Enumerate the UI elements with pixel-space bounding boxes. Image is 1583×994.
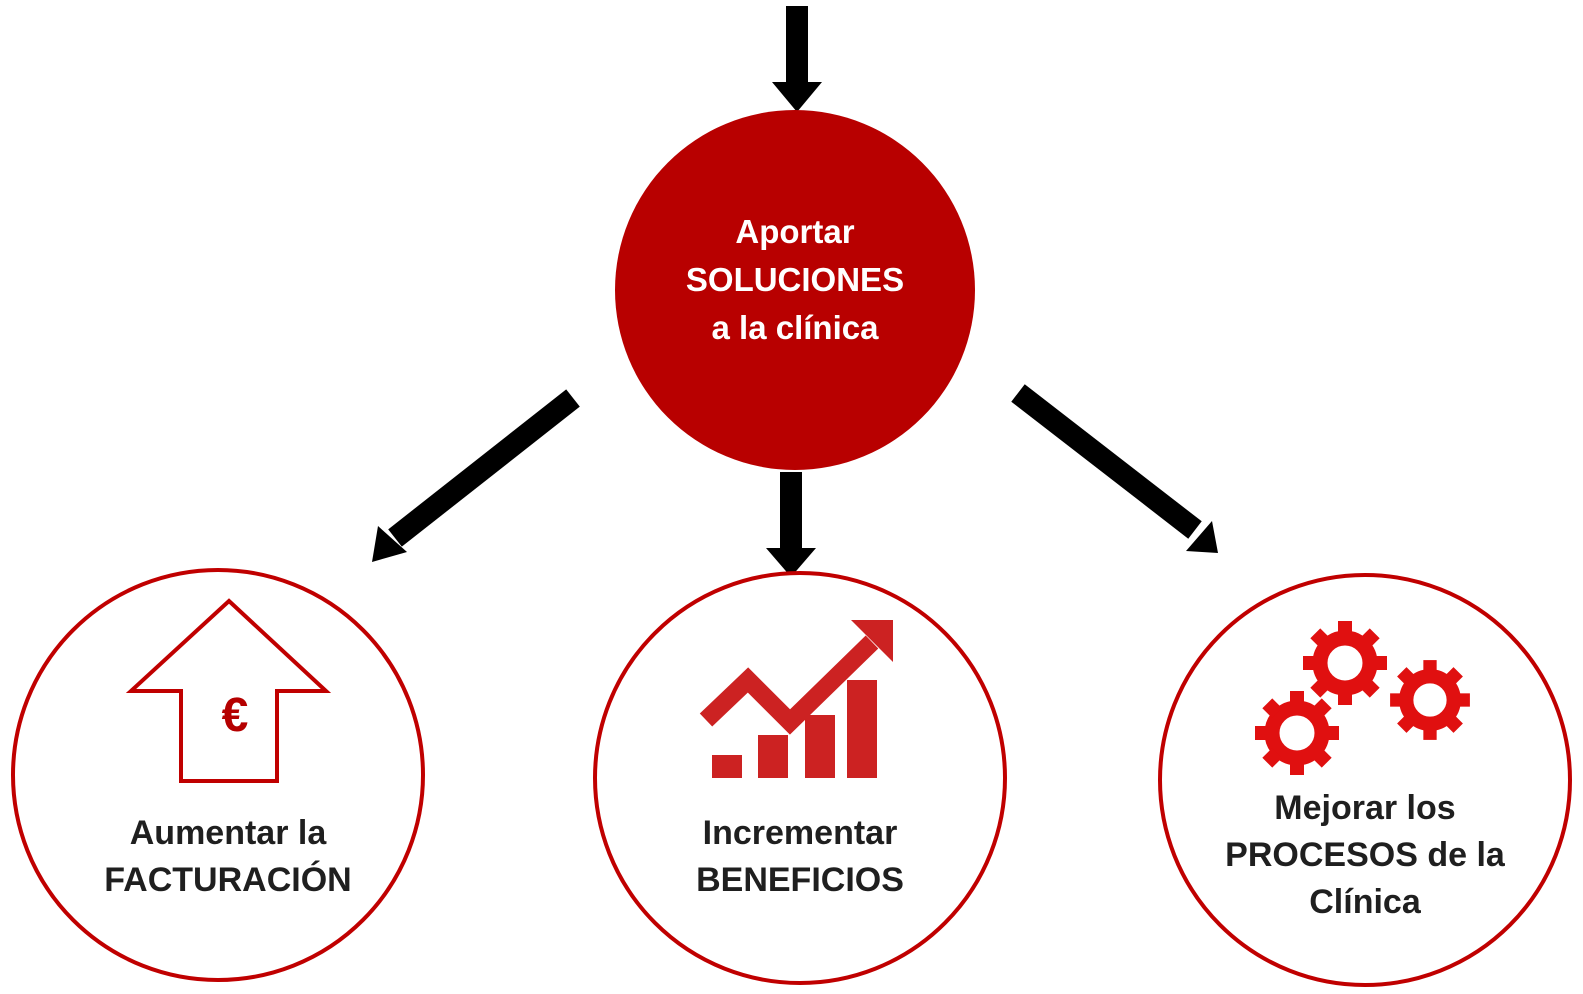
- growth-chart-icon: [699, 620, 893, 778]
- facturacion-label-line-1: Aumentar la: [129, 814, 327, 852]
- top-arrow: [772, 6, 822, 112]
- arrow-to-procesos: [1011, 384, 1218, 553]
- center-solutions-circle: [615, 110, 975, 470]
- facturacion-circle: [11, 568, 425, 982]
- facturacion-label: Aumentar la FACTURACIÓN: [78, 810, 378, 904]
- center-label-line-2: SOLUCIONES: [685, 260, 905, 298]
- facturacion-label-line-2: FACTURACIÓN: [104, 860, 352, 899]
- arrow-to-facturacion: [372, 389, 580, 562]
- euro-symbol: €: [221, 689, 249, 742]
- beneficios-label-line-1: Incrementar: [702, 814, 898, 852]
- procesos-label: Mejorar los PROCESOS de la Clínica: [1195, 785, 1535, 926]
- center-label-line-3: a la clínica: [711, 308, 879, 346]
- arrow-to-beneficios: [766, 472, 816, 577]
- beneficios-label: Incrementar BENEFICIOS: [640, 810, 960, 904]
- euro-up-arrow-icon: [125, 598, 332, 783]
- center-label: Aportar SOLUCIONES a la clínica: [650, 208, 940, 352]
- procesos-circle: [1158, 573, 1572, 987]
- beneficios-label-line-2: BENEFICIOS: [696, 860, 904, 899]
- center-label-line-1: Aportar: [735, 213, 855, 250]
- procesos-label-line-1: Mejorar los: [1274, 789, 1456, 827]
- procesos-label-line-3: Clínica: [1309, 882, 1421, 921]
- beneficios-circle: [593, 571, 1007, 985]
- procesos-label-line-2: PROCESOS de la: [1225, 835, 1505, 874]
